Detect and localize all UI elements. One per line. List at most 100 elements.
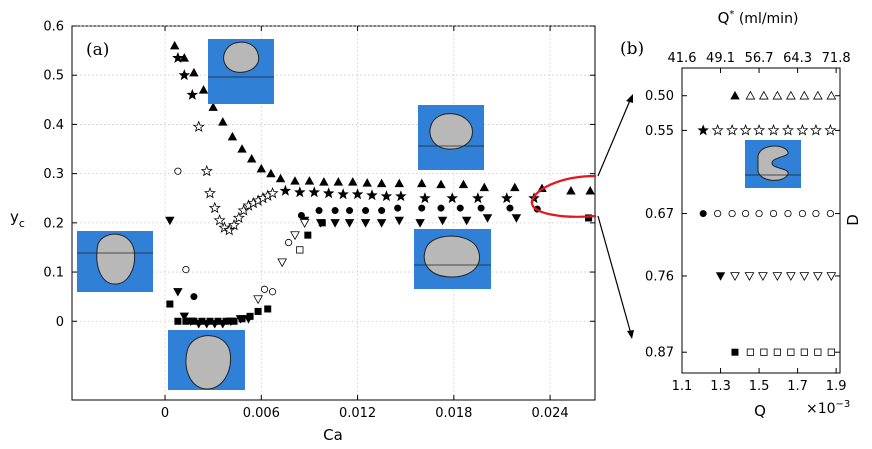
panel-b-label: (b) bbox=[620, 39, 644, 59]
b-data-point-triangle-down-open bbox=[826, 272, 837, 281]
data-point-star-filled bbox=[351, 188, 364, 200]
data-point-triangle-down-filled bbox=[165, 216, 175, 226]
b-top-tick-label: 71.8 bbox=[822, 51, 851, 66]
data-point-star-open bbox=[228, 218, 241, 231]
data-point-triangle-up-filled bbox=[362, 178, 372, 187]
b-data-point-star-open bbox=[796, 124, 809, 136]
data-point-triangle-down-filled bbox=[394, 216, 404, 226]
x-tick-label: 0.018 bbox=[435, 406, 472, 421]
data-point-square-filled bbox=[264, 305, 272, 313]
data-point-triangle-up-filled bbox=[510, 182, 520, 192]
b-top-tick-label: 64.3 bbox=[783, 51, 812, 66]
data-point-triangle-down-open bbox=[290, 231, 300, 241]
panel-a-xlabel: Ca bbox=[323, 426, 343, 444]
b-data-point-triangle-up-open bbox=[772, 90, 783, 100]
data-point-triangle-up-filled bbox=[319, 177, 329, 186]
data-point-triangle-up-filled bbox=[169, 40, 180, 50]
b-data-point-circle-open bbox=[812, 209, 820, 218]
b-data-point-square-open bbox=[827, 348, 835, 356]
data-point-circle-filled bbox=[477, 204, 485, 212]
b-x-tick-label: 1.5 bbox=[749, 379, 770, 394]
data-point-square-filled bbox=[166, 300, 174, 308]
panel-b-x-multiplier-exp: −3 bbox=[836, 399, 851, 410]
data-point-star-filled bbox=[501, 192, 513, 204]
data-point-triangle-up-filled bbox=[333, 177, 344, 186]
data-point-triangle-down-filled bbox=[344, 219, 355, 228]
panel-b-top-xlabel-main: Q bbox=[718, 9, 730, 27]
data-point-triangle-up-filled bbox=[290, 176, 300, 185]
data-point-star-filled bbox=[279, 184, 292, 196]
data-point-circle-filled bbox=[418, 204, 426, 212]
b-data-point-triangle-down-open bbox=[799, 272, 810, 281]
b-data-point-triangle-up-open bbox=[799, 90, 810, 100]
data-point-star-filled bbox=[172, 51, 184, 63]
panel-a-ylabel: yc bbox=[10, 208, 25, 230]
b-data-point-triangle-up-filled bbox=[730, 90, 740, 100]
data-point-triangle-up-filled bbox=[266, 168, 276, 178]
data-point-triangle-down-filled bbox=[330, 219, 340, 228]
droplet-kidney-inset bbox=[745, 140, 801, 188]
b-x-tick-label: 1.9 bbox=[826, 379, 847, 394]
data-point-circle-open bbox=[174, 167, 182, 175]
data-point-star-open bbox=[200, 164, 213, 177]
b-y-tick-label: 0.50 bbox=[645, 89, 674, 104]
data-point-triangle-down-open bbox=[277, 258, 288, 268]
b-data-point-star-filled bbox=[697, 124, 709, 136]
data-point-circle-open bbox=[182, 265, 190, 274]
data-point-circle-open bbox=[268, 288, 277, 296]
data-point-triangle-up-filled bbox=[218, 117, 228, 126]
data-point-circle-filled bbox=[506, 204, 514, 212]
panel-a-label: (a) bbox=[86, 40, 109, 60]
b-data-point-triangle-up-open bbox=[826, 90, 837, 100]
data-point-star-filled bbox=[472, 192, 484, 204]
b-data-point-triangle-down-open bbox=[744, 272, 755, 281]
data-point-star-filled bbox=[322, 187, 335, 199]
data-point-triangle-down-filled bbox=[173, 288, 183, 297]
data-point-square-filled bbox=[304, 231, 312, 239]
b-data-point-square-open bbox=[773, 348, 781, 356]
b-x-tick-label: 1.7 bbox=[787, 379, 808, 394]
panel-b-top-xlabel: Q* (ml/min) bbox=[718, 9, 799, 27]
data-point-triangle-up-filled bbox=[348, 177, 358, 186]
data-point-circle-filled bbox=[456, 204, 464, 212]
panel-a-marks bbox=[165, 40, 595, 329]
data-point-circle-open bbox=[260, 285, 269, 293]
data-point-star-open bbox=[203, 186, 216, 199]
data-point-star-filled bbox=[186, 88, 199, 100]
data-point-circle-open bbox=[284, 238, 293, 247]
data-point-square-open bbox=[296, 246, 304, 254]
data-point-triangle-down-filled bbox=[179, 312, 190, 322]
data-point-star-open bbox=[192, 120, 205, 133]
data-point-circle-filled bbox=[346, 207, 354, 215]
connector-arrows bbox=[597, 94, 634, 339]
data-point-star-filled bbox=[178, 69, 191, 81]
b-data-point-circle-open bbox=[826, 209, 834, 218]
b-data-point-star-open bbox=[753, 124, 766, 136]
data-point-triangle-down-filled bbox=[461, 216, 472, 226]
b-data-point-circle-open bbox=[755, 209, 763, 218]
data-point-triangle-up-filled bbox=[436, 179, 446, 189]
data-point-triangle-down-filled bbox=[415, 219, 425, 228]
b-y-tick-label: 0.76 bbox=[645, 269, 674, 284]
x-tick-label: 0.024 bbox=[531, 406, 568, 421]
x-tick-label: 0.006 bbox=[243, 406, 280, 421]
data-point-circle-filled bbox=[378, 207, 386, 215]
data-point-circle-filled bbox=[190, 293, 198, 301]
data-point-triangle-up-filled bbox=[179, 53, 190, 62]
data-point-square-filled bbox=[238, 315, 246, 323]
b-data-point-triangle-up-open bbox=[785, 90, 796, 100]
data-point-star-filled bbox=[337, 188, 349, 200]
data-point-square-filled bbox=[318, 219, 326, 227]
data-point-triangle-up-filled bbox=[237, 144, 247, 153]
panel-a-ylabel-sub: c bbox=[19, 217, 25, 230]
b-data-point-circle-open bbox=[741, 209, 750, 218]
b-data-point-square-open bbox=[760, 348, 768, 356]
y-tick-label: 0 bbox=[56, 315, 64, 330]
x-tick-label: 0.012 bbox=[339, 406, 376, 421]
bifurcation-curve bbox=[530, 174, 597, 218]
data-point-triangle-down-filled bbox=[482, 214, 493, 223]
x-tick-label: 0 bbox=[161, 406, 169, 421]
